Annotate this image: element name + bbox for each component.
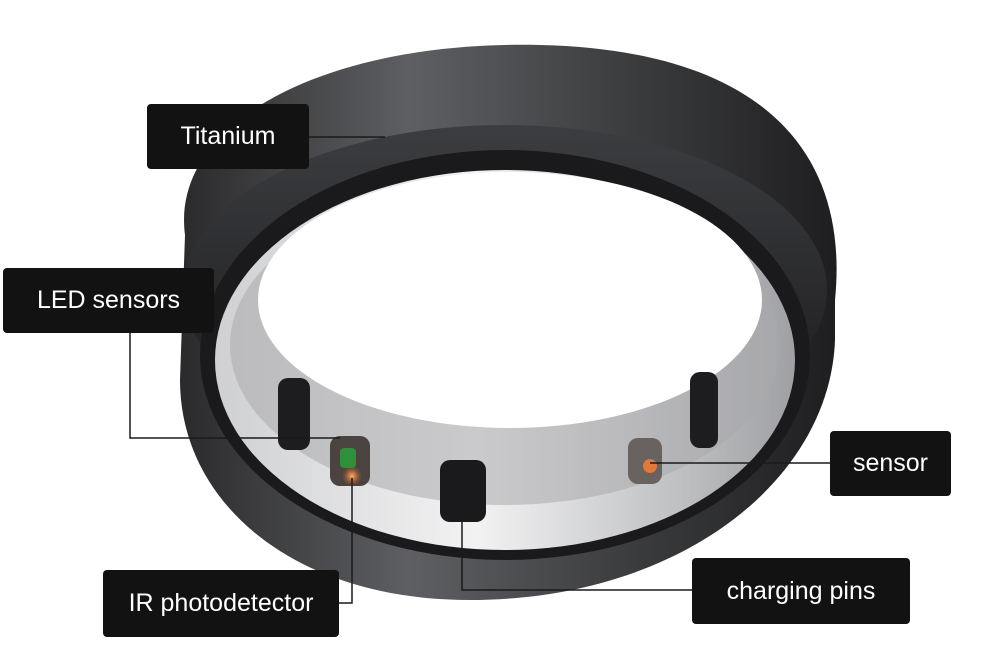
charging-pin xyxy=(440,460,486,522)
leader-lines xyxy=(129,136,830,604)
ring-opening xyxy=(258,172,762,428)
label-sensor: sensor xyxy=(830,431,951,496)
leader-charging-pins xyxy=(461,520,692,591)
label-ir-photodetector: IR photodetector xyxy=(103,570,339,637)
label-titanium: Titanium xyxy=(147,104,309,169)
label-led-sensors: LED sensors xyxy=(3,268,214,333)
ring-sensors xyxy=(278,372,718,522)
label-charging-pins: charging pins xyxy=(692,558,910,624)
leader-led-sensors xyxy=(129,333,340,439)
left-dark-window xyxy=(278,378,310,450)
sensor-housing xyxy=(628,438,662,484)
right-dark-window xyxy=(690,372,718,448)
led-sensor-green xyxy=(340,448,356,468)
ir-led-glow xyxy=(342,466,362,486)
leader-ir-photodetector xyxy=(339,478,353,604)
sensor-dot xyxy=(643,459,657,473)
